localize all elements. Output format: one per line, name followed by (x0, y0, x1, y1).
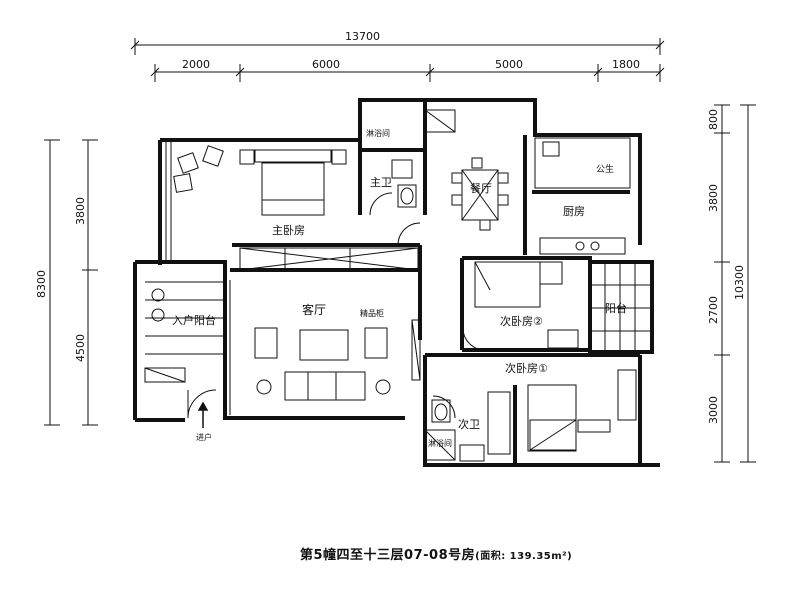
dim-right-outer: 10300 (733, 265, 746, 300)
label-master-bedroom: 主卧房 (272, 224, 305, 237)
label-bedroom-2: 次卧房② (500, 314, 543, 328)
plan-caption: 第5幢四至十三层07-08号房(面积: 139.35m²) (300, 544, 720, 563)
dim-left-inner-1: 3800 (74, 197, 87, 225)
label-kitchen: 厨房 (563, 205, 585, 218)
label-balcony-small: 公生 (596, 163, 614, 175)
label-entry-balcony: 入户阳台 (172, 313, 216, 327)
label-second-bath: 次卫 (458, 417, 480, 431)
label-shower-master: 淋浴间 (366, 128, 390, 138)
dim-right-inner-1: 800 (707, 109, 720, 130)
dim-top-seg-4: 1800 (612, 58, 640, 71)
dim-right-inner-3: 2700 (707, 296, 720, 324)
dim-right-inner-2: 3800 (707, 184, 720, 212)
label-master-bath: 主卫 (370, 176, 392, 189)
dim-left-outer: 8300 (35, 270, 48, 298)
dim-top-seg-2: 6000 (312, 58, 340, 71)
label-bedroom-1: 次卧房① (505, 361, 548, 375)
dim-left-inner-2: 4500 (74, 334, 87, 362)
label-entry: 进户 (196, 432, 212, 442)
caption-main: 第5幢四至十三层07-08号房 (300, 548, 476, 563)
dim-right-inner-4: 3000 (707, 396, 720, 424)
label-shower-second: 淋浴间 (428, 438, 452, 448)
dim-top-seg-3: 5000 (495, 58, 523, 71)
caption-area: (面积: 139.35m²) (475, 551, 573, 562)
label-display-cabinet: 精品柜 (360, 308, 384, 318)
label-living: 客厅 (302, 302, 326, 317)
label-yard-balcony: 阳台 (605, 301, 627, 315)
dim-top-total: 13700 (345, 30, 380, 43)
dim-top-seg-1: 2000 (182, 58, 210, 71)
label-dining: 餐厅 (470, 181, 492, 195)
